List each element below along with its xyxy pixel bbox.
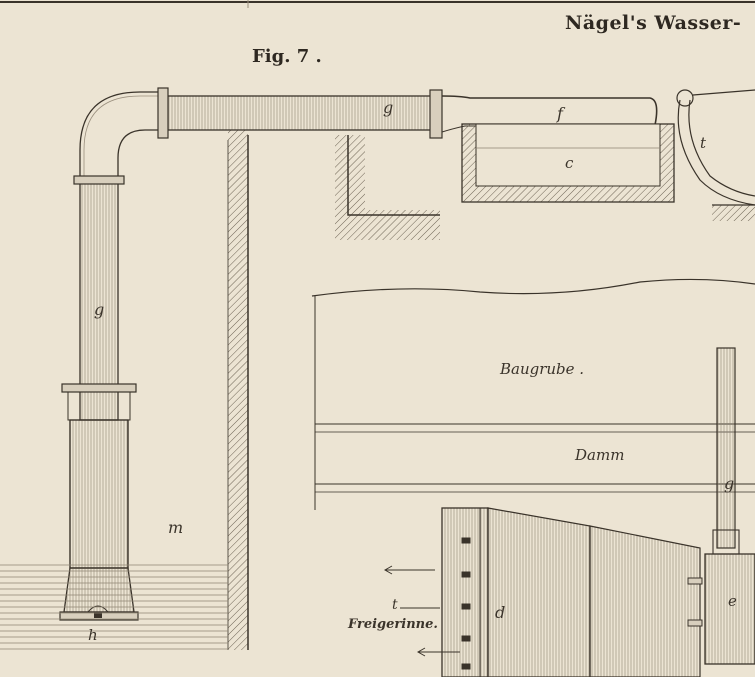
label-c-tank: c: [565, 154, 574, 172]
pump-body-d: [441, 507, 701, 677]
wall-section: [227, 130, 249, 650]
right-pipe-g: [687, 347, 755, 665]
figure-label: Fig. 7 .: [252, 46, 322, 67]
foundation-step: [335, 135, 440, 240]
label-g-vertical: g: [94, 300, 105, 319]
horizontal-pipe-g: [157, 87, 443, 139]
siphon-t: [676, 89, 755, 221]
vertical-pipe-g: [59, 91, 165, 621]
label-baugrube: Baugrube .: [500, 360, 585, 378]
construction-pit: [311, 278, 755, 510]
label-h-valve: h: [88, 626, 98, 644]
label-freigerinne: Freigerinne.: [348, 617, 438, 632]
label-e-chamber: e: [728, 592, 737, 610]
label-t-siphon: t: [700, 134, 707, 152]
tank-c: [441, 95, 675, 203]
label-m-water: m: [168, 518, 184, 537]
label-f-hood: f: [557, 104, 563, 123]
label-g-right: g: [724, 474, 735, 493]
label-damm: Damm: [575, 446, 625, 464]
plate-title: Nägel's Wasser-: [565, 12, 742, 34]
water-area: [0, 562, 228, 652]
label-g-horizontal: g: [383, 98, 394, 117]
label-d-pump: d: [495, 603, 506, 622]
label-t-pipe: t: [392, 597, 398, 613]
flow-arrows: [383, 565, 460, 657]
